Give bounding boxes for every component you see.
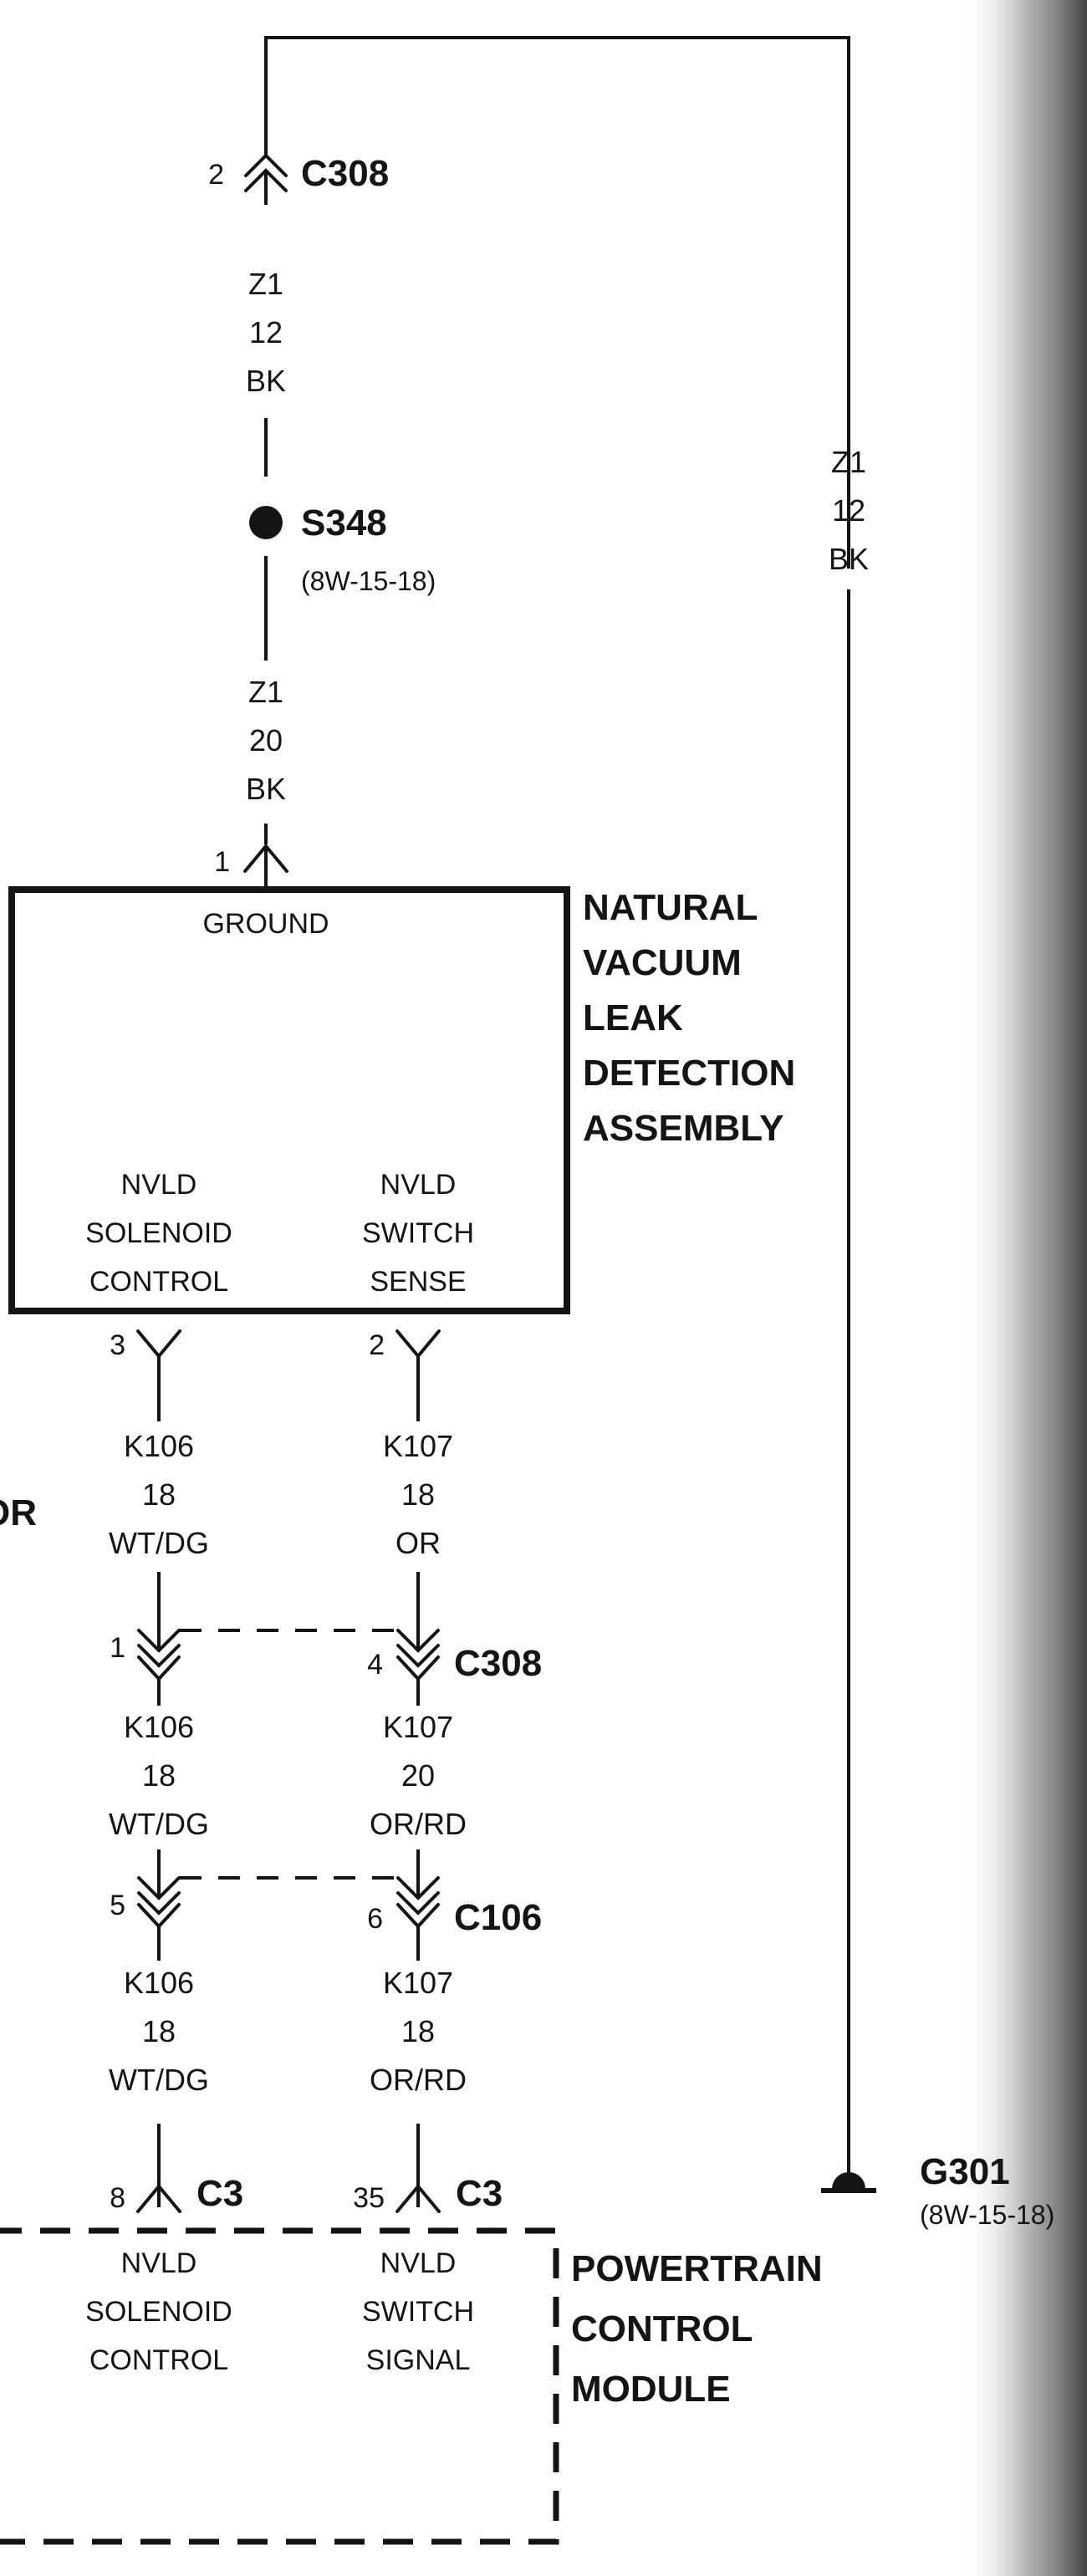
pin-label: 2 — [208, 159, 224, 191]
svg-text:OR/RD: OR/RD — [370, 1807, 467, 1841]
svg-text:12: 12 — [832, 493, 865, 528]
svg-text:CONTROL: CONTROL — [89, 2344, 228, 2376]
ground-id: G301 — [920, 2151, 1010, 2192]
wire-label-k107-1: K107 18 OR — [383, 1429, 453, 1560]
svg-text:K106: K106 — [124, 1966, 194, 2000]
pin-label: 4 — [367, 1649, 383, 1681]
pin-label: 1 — [110, 1632, 125, 1664]
cut-off-text: OR — [0, 1492, 37, 1533]
pin-label: 6 — [367, 1903, 383, 1935]
svg-text:NVLD: NVLD — [121, 1169, 197, 1201]
svg-text:SIGNAL: SIGNAL — [366, 2344, 471, 2376]
svg-text:CONTROL: CONTROL — [89, 1266, 228, 1298]
wire-label-k107-3: K107 18 OR/RD — [370, 1966, 467, 2097]
wire-label-k107-2: K107 20 OR/RD — [370, 1710, 467, 1841]
svg-text:WT/DG: WT/DG — [109, 1526, 209, 1560]
connector-pin3-symbol — [136, 1329, 181, 1421]
svg-text:OR/RD: OR/RD — [370, 2063, 467, 2097]
svg-text:K107: K107 — [383, 1966, 453, 2000]
wire-z1-top-loop — [264, 36, 850, 569]
svg-text:20: 20 — [249, 723, 283, 757]
svg-text:SENSE: SENSE — [370, 1266, 466, 1298]
connector-c308-pin4-symbol — [396, 1572, 440, 1706]
pcm-solenoid-label: NVLD SOLENOID CONTROL — [85, 2247, 232, 2376]
wire-label-k106-1: K106 18 WT/DG — [109, 1429, 209, 1560]
page-edge-shadow — [962, 0, 1087, 2576]
svg-text:K107: K107 — [383, 1429, 453, 1463]
pin-label: 8 — [110, 2182, 125, 2214]
connector-c308-pin2-symbol — [244, 153, 288, 205]
pin-label: 2 — [369, 1329, 385, 1361]
wire-label-z1-mid: Z1 20 BK — [246, 675, 286, 806]
nvld-solenoid-label: NVLD SOLENOID CONTROL — [85, 1169, 232, 1298]
svg-text:DETECTION: DETECTION — [583, 1053, 795, 1094]
svg-text:18: 18 — [142, 1477, 176, 1512]
wire-label-k106-2: K106 18 WT/DG — [109, 1710, 209, 1841]
svg-text:BK: BK — [246, 772, 286, 806]
svg-text:WT/DG: WT/DG — [109, 2063, 209, 2097]
svg-text:SWITCH: SWITCH — [362, 1217, 474, 1249]
svg-text:18: 18 — [142, 2014, 176, 2048]
svg-text:BK: BK — [246, 364, 286, 398]
nvld-assembly-box — [8, 886, 570, 1314]
svg-text:20: 20 — [401, 1758, 435, 1793]
svg-text:K107: K107 — [383, 1710, 453, 1744]
svg-text:LEAK: LEAK — [583, 997, 683, 1038]
svg-text:NVLD: NVLD — [380, 2247, 457, 2279]
svg-text:K106: K106 — [124, 1710, 194, 1744]
splice-dot-icon — [249, 506, 283, 539]
connector-id: C3 — [196, 2173, 243, 2214]
svg-text:VACUUM: VACUUM — [583, 942, 742, 983]
svg-text:MODULE: MODULE — [571, 2369, 731, 2410]
connector-c3-pin35-symbol — [396, 2124, 441, 2213]
connector-id: C308 — [454, 1643, 542, 1684]
svg-text:12: 12 — [249, 315, 283, 349]
pin-label: 3 — [110, 1329, 125, 1361]
svg-text:OR: OR — [396, 1526, 441, 1560]
pcm-box — [0, 2227, 559, 2545]
svg-text:Z1: Z1 — [248, 267, 283, 301]
svg-text:SOLENOID: SOLENOID — [85, 2296, 232, 2328]
connector-pin2-symbol — [396, 1329, 441, 1421]
svg-text:K106: K106 — [124, 1429, 194, 1463]
svg-text:ASSEMBLY: ASSEMBLY — [583, 1108, 783, 1149]
svg-text:WT/DG: WT/DG — [109, 1807, 209, 1841]
pin-label: 35 — [353, 2182, 385, 2214]
svg-text:POWERTRAIN: POWERTRAIN — [571, 2248, 823, 2289]
connector-id: C106 — [454, 1897, 542, 1938]
ground-ref: (8W-15-18) — [920, 2200, 1054, 2230]
svg-text:BK: BK — [829, 542, 869, 576]
pcm-title: POWERTRAIN CONTROL MODULE — [571, 2248, 823, 2410]
svg-text:CONTROL: CONTROL — [571, 2308, 753, 2349]
svg-text:18: 18 — [401, 2014, 435, 2048]
connector-c106-pin5-symbol — [137, 1849, 181, 1961]
connector-c106-pin6-symbol — [396, 1849, 440, 1961]
nvld-switch-label: NVLD SWITCH SENSE — [362, 1169, 474, 1298]
svg-text:NATURAL: NATURAL — [583, 887, 758, 928]
svg-text:SOLENOID: SOLENOID — [85, 1217, 232, 1249]
connector-id: C308 — [301, 153, 389, 194]
splice-ref: (8W-15-18) — [301, 566, 436, 596]
splice-id: S348 — [301, 502, 387, 543]
connector-c308-pin1-symbol — [137, 1572, 181, 1706]
pin-label: 1 — [214, 846, 230, 878]
wire-label-z1-top: Z1 12 BK — [246, 267, 286, 398]
svg-text:SWITCH: SWITCH — [362, 2296, 474, 2328]
svg-text:NVLD: NVLD — [380, 1169, 457, 1201]
pin-label: 5 — [110, 1890, 125, 1921]
svg-text:18: 18 — [401, 1477, 435, 1512]
nvld-title: NATURAL VACUUM LEAK DETECTION ASSEMBLY — [583, 887, 795, 1149]
svg-text:Z1: Z1 — [831, 445, 866, 479]
wire-label-k106-3: K106 18 WT/DG — [109, 1966, 209, 2097]
pcm-switch-label: NVLD SWITCH SIGNAL — [362, 2247, 474, 2376]
ground-icon — [821, 2172, 876, 2193]
connector-c3-pin8-symbol — [136, 2124, 181, 2213]
svg-text:18: 18 — [142, 1758, 176, 1793]
connector-id: C3 — [456, 2173, 503, 2214]
svg-text:Z1: Z1 — [248, 675, 283, 709]
nvld-ground-label: GROUND — [202, 908, 329, 940]
wire-label-z1-right: Z1 12 BK — [829, 445, 869, 576]
svg-text:NVLD: NVLD — [121, 2247, 197, 2279]
